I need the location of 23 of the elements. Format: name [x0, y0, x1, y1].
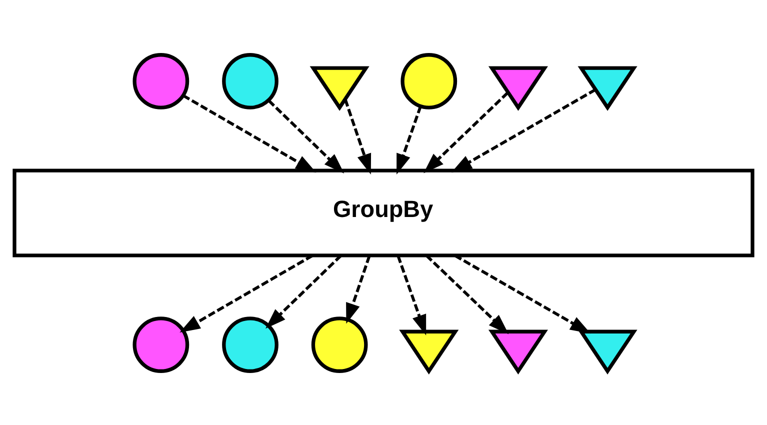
- node-circle: [311, 316, 368, 372]
- node-triangle: [488, 66, 548, 110]
- arrow: [396, 254, 426, 335]
- node-circle: [132, 316, 190, 372]
- arrow: [182, 94, 316, 172]
- arrow: [424, 91, 509, 173]
- node-triangle: [488, 329, 548, 374]
- node-triangle: [310, 66, 370, 110]
- arrow: [265, 254, 342, 328]
- arrow: [396, 105, 422, 174]
- node-circle: [400, 52, 458, 109]
- node-circle: [222, 316, 278, 372]
- node-circle: [222, 52, 278, 109]
- arrow: [451, 88, 596, 172]
- node-circle: [132, 52, 190, 109]
- arrow: [344, 98, 372, 174]
- node-triangle: [399, 329, 459, 374]
- arrow: [346, 254, 371, 324]
- node-box: GroupBy: [12, 168, 754, 257]
- arrow: [425, 254, 509, 334]
- node-triangle: [578, 66, 638, 110]
- node-triangle: [578, 329, 638, 374]
- arrow: [268, 99, 344, 174]
